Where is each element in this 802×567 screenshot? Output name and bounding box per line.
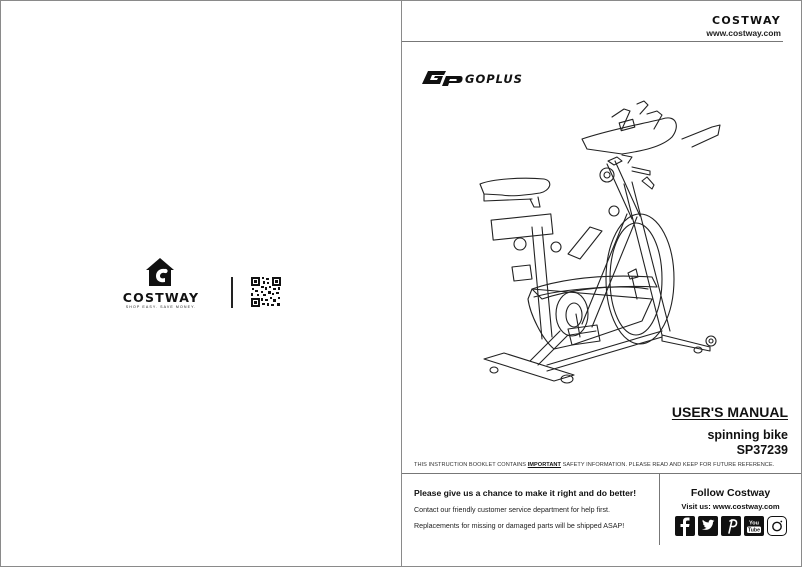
follow-block: Follow Costway Visit us: www.costway.com… [660, 487, 801, 536]
back-cover-page: COSTWAY SHOP EASY. SAVE MONEY. [1, 1, 402, 566]
header-url[interactable]: www.costway.com [706, 28, 781, 38]
footer-divider [659, 474, 660, 545]
logo-divider [231, 277, 233, 308]
brand-wordmark: COSTWAY [122, 290, 200, 305]
safety-notice-emphasis: IMPORTANT [527, 462, 561, 468]
manual-title-block: USER'S MANUAL spinning bike SP37239 [672, 404, 788, 457]
twitter-icon[interactable] [697, 516, 718, 536]
goplus-wordmark: GOPLUS [465, 72, 523, 86]
header-brand: COSTWAY [711, 14, 781, 27]
instagram-icon[interactable] [766, 516, 787, 536]
manual-title: USER'S MANUAL [671, 404, 788, 420]
social-icons: You Tube [660, 516, 801, 536]
youtube-icon[interactable]: You Tube [743, 516, 764, 536]
goplus-logo: GOPLUS [422, 71, 523, 86]
support-line: Contact our friendly customer service de… [414, 506, 610, 514]
header-rule [402, 41, 783, 42]
spinning-bike-illustration [479, 100, 721, 384]
front-cover-page: COSTWAY www.costway.com GOPLUS [402, 1, 801, 566]
footer-rule [402, 473, 801, 474]
follow-heading: Follow Costway [690, 487, 771, 499]
pinterest-icon[interactable] [720, 516, 741, 536]
costway-logo: COSTWAY SHOP EASY. SAVE MONEY. [118, 257, 204, 313]
support-heading: Please give us a chance to make it right… [414, 488, 637, 498]
qr-code-icon[interactable] [251, 277, 281, 307]
brand-tagline: SHOP EASY. SAVE MONEY. [125, 305, 197, 309]
safety-notice-suffix: SAFETY INFORMATION. PLEASE READ AND KEEP… [561, 462, 775, 468]
visit-url[interactable]: Visit us: www.costway.com [681, 502, 780, 511]
gp-monogram-icon [422, 71, 463, 86]
support-line: Replacements for missing or damaged part… [414, 522, 625, 530]
safety-notice-prefix: THIS INSTRUCTION BOOKLET CONTAINS [414, 462, 528, 468]
product-name: spinning bike [707, 428, 788, 442]
product-model: SP37239 [736, 443, 788, 457]
safety-notice: THIS INSTRUCTION BOOKLET CONTAINS IMPORT… [414, 462, 774, 468]
svg-text:You: You [749, 521, 759, 527]
facebook-icon[interactable] [674, 516, 695, 536]
svg-text:Tube: Tube [747, 528, 759, 534]
house-c-icon [146, 258, 174, 286]
customer-support-block: Please give us a chance to make it right… [414, 488, 654, 530]
